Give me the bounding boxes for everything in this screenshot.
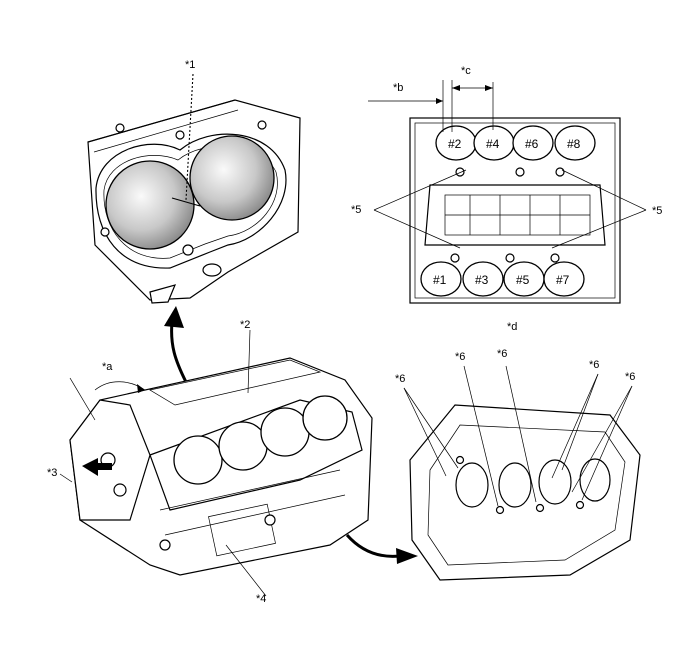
callout-4: *4: [256, 593, 267, 605]
callout-6-d: *6: [589, 359, 600, 371]
bore-label-4: #4: [486, 137, 500, 151]
callout-5-left: *5: [351, 204, 362, 216]
arrow-to-closeup-icon: [164, 306, 188, 383]
bore-label-1: #1: [433, 273, 447, 287]
bore-label-3: #3: [475, 273, 489, 287]
callout-3: *3: [47, 467, 58, 479]
bore-label-8: #8: [567, 137, 581, 151]
callout-c: *c: [461, 65, 471, 77]
bore-label-2: #2: [448, 137, 462, 151]
cylinder-closeup-view: [87, 73, 301, 304]
callout-a: *a: [102, 361, 113, 373]
callout-6-a: *6: [395, 373, 406, 385]
block-top-view: [368, 80, 647, 304]
bore-label-7: #7: [556, 273, 570, 287]
bore-label-5: #5: [516, 273, 530, 287]
bore-label-6: #6: [525, 137, 539, 151]
callout-2: *2: [240, 319, 251, 331]
arrow-to-bottom-view-icon: [345, 533, 418, 564]
callout-6-c: *6: [497, 348, 508, 360]
callout-6-b: *6: [455, 351, 466, 363]
callout-5-right: *5: [652, 205, 663, 217]
engine-block-main: [59, 329, 373, 597]
block-bottom-view: [403, 365, 641, 581]
lower-bore-row: [420, 261, 585, 297]
upper-bore-row: [435, 125, 596, 161]
callout-d: *d: [507, 321, 518, 333]
callout-6-e: *6: [625, 371, 636, 383]
callout-b: *b: [393, 82, 404, 94]
callout-1: *1: [185, 59, 196, 71]
